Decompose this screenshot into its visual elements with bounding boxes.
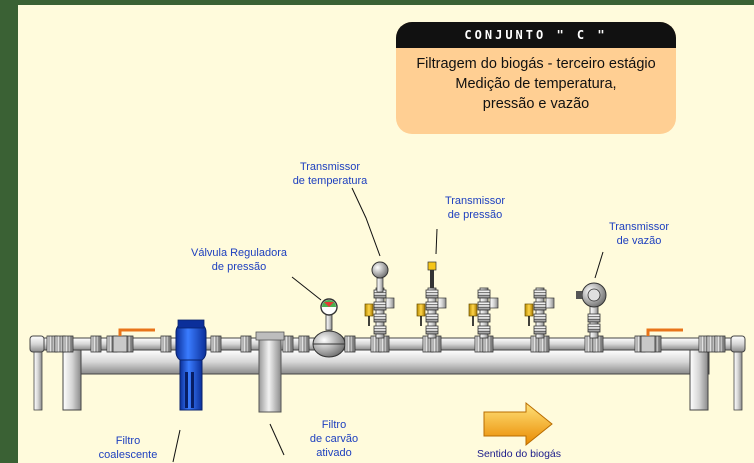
support-frame [62,349,710,411]
label-flow-transmitter: Transmissor de vazão [608,221,670,247]
instrument-tree-3 [469,288,498,338]
right-ball-valve [640,328,683,353]
title-line-2: Medição de temperatura, [455,76,617,92]
title-description: Filtragem do biogás - terceiro estágio M… [396,48,676,114]
label-flow-direction: Sentido do biogás [476,448,562,460]
right-elbow [730,335,746,353]
pressure-transmitter [417,261,446,338]
pressure-regulating-valve [312,298,346,358]
coalescent-filter [175,319,207,411]
title-line-3: pressão e vazão [482,96,590,112]
instrument-tree-4 [525,288,554,338]
label-coalescent-filter: Filtro coalescente [98,435,158,461]
flow-direction-arrow [483,401,553,447]
flow-transmitter [576,282,607,339]
activated-carbon-filter [255,331,285,413]
title-line-1: Filtragem do biogás - terceiro estágio [416,56,656,72]
left-elbow [29,335,45,353]
label-carbon-filter: Filtro de carvão ativado [309,419,359,459]
label-pressure-transmitter: Transmissor de pressão [444,195,506,221]
left-ball-valve [112,328,155,353]
title-heading: CONJUNTO " C " [396,22,676,48]
temperature-transmitter [365,261,394,338]
title-box: CONJUNTO " C " Filtragem do biogás - ter… [396,22,676,134]
leader-lines [172,187,604,463]
label-temp-transmitter: Transmissor de temperatura [292,161,368,187]
label-pressure-valve: Válvula Reguladora de pressão [190,247,287,273]
